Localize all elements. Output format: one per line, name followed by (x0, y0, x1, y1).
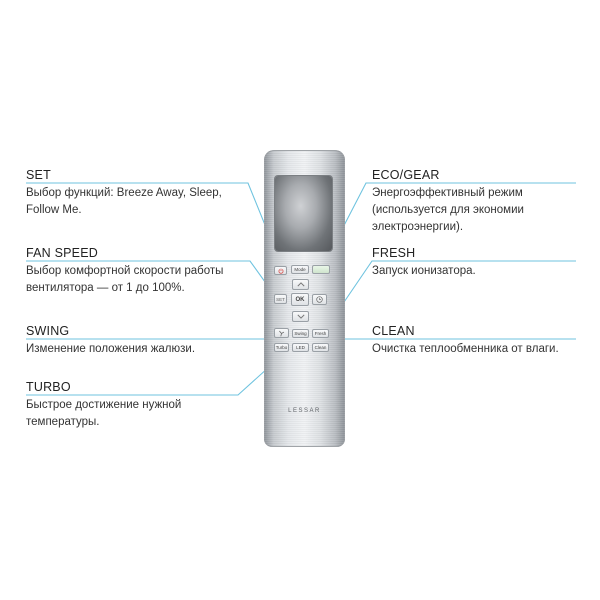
annotation-title: SET (26, 168, 51, 182)
annotation-fresh: FRESH Запуск ионизатора. (372, 245, 572, 280)
annotation-turbo: TURBO Быстрое достижение нужной температ… (26, 379, 211, 431)
annotation-description: Очистка теплообменника от влаги. (372, 343, 559, 355)
up-button[interactable] (292, 279, 309, 290)
annotation-set: SET Выбор функций: Breeze Away, Sleep, F… (26, 167, 241, 219)
clock-icon (316, 296, 323, 303)
annotation-description: Изменение положения жалюзи. (26, 343, 196, 355)
annotation-fan-speed: FAN SPEED Выбор комфортной скорости рабо… (26, 245, 241, 297)
power-button[interactable] (274, 266, 287, 275)
annotation-title: CLEAN (372, 324, 415, 338)
annotation-swing: SWING Изменение положения жалюзи. (26, 323, 241, 358)
set-button[interactable]: SET (274, 294, 287, 304)
annotation-eco-gear: ECO/GEAR Энергоэффективный режим (исполь… (372, 167, 572, 236)
fan-speed-button[interactable] (274, 328, 289, 338)
remote-display (275, 176, 332, 251)
annotation-description: Быстрое достижение нужной температуры. (26, 399, 182, 428)
remote-control: Mode SET OK Swing Fresh Turbo (264, 150, 345, 447)
fresh-button[interactable]: Fresh (312, 329, 329, 338)
chevron-down-icon (296, 314, 305, 319)
turbo-button[interactable]: Turbo (274, 343, 289, 352)
ok-button[interactable]: OK (291, 293, 309, 306)
annotation-title: TURBO (26, 380, 71, 394)
annotation-description: Выбор комфортной скорости работы вентиля… (26, 265, 224, 294)
annotation-description: Выбор функций: Breeze Away, Sleep, Follo… (26, 187, 222, 216)
annotation-title: FRESH (372, 246, 416, 260)
clean-button[interactable]: Clean (312, 343, 329, 352)
power-icon (278, 268, 283, 274)
mode-button[interactable]: Mode (291, 265, 309, 274)
annotation-clean: CLEAN Очистка теплообменника от влаги. (372, 323, 582, 358)
chevron-up-icon (296, 282, 305, 287)
annotation-title: FAN SPEED (26, 246, 98, 260)
down-button[interactable] (292, 311, 309, 322)
annotation-description: Энергоэффективный режим (используется дл… (372, 187, 524, 233)
timer-button[interactable] (312, 294, 327, 305)
annotation-description: Запуск ионизатора. (372, 265, 476, 277)
fan-icon (279, 330, 285, 336)
brand-logo: LESSAR (288, 408, 321, 414)
annotation-title: SWING (26, 324, 70, 338)
annotation-title: ECO/GEAR (372, 168, 440, 182)
eco-gear-button[interactable] (312, 265, 330, 274)
swing-button[interactable]: Swing (292, 329, 309, 338)
led-button[interactable]: LED (292, 343, 309, 352)
